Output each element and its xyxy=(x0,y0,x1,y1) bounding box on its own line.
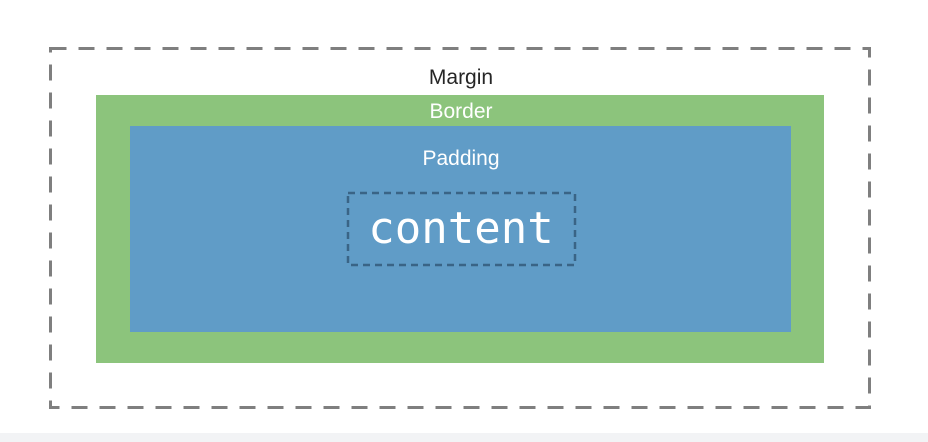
padding-box xyxy=(130,126,791,332)
content-label: content xyxy=(368,203,553,254)
margin-label: Margin xyxy=(429,66,493,89)
border-label: Border xyxy=(429,100,492,123)
content-box xyxy=(346,191,577,267)
bottom-edge-strip xyxy=(0,433,928,442)
padding-label: Padding xyxy=(422,147,499,170)
